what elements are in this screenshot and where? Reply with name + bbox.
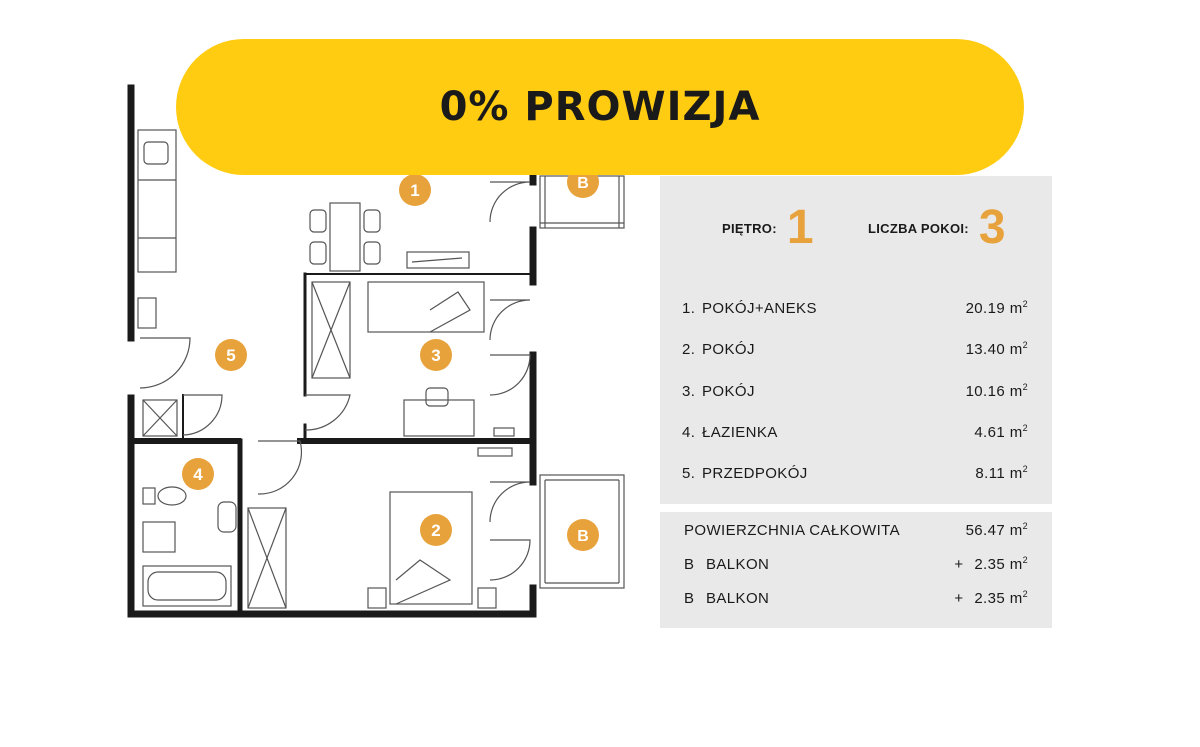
balcony-row: B BALKON + 2.35 m2: [684, 589, 1028, 607]
room-row: 3. POKÓJ 10.16 m2: [682, 382, 1028, 400]
totals-panel: POWIERZCHNIA CAŁKOWITA 56.47 m2 B BALKON…: [660, 512, 1052, 628]
svg-text:B: B: [577, 175, 589, 192]
kitchen-counter: [137, 129, 177, 329]
room-marker-1: 1: [399, 174, 431, 206]
svg-text:B: B: [577, 528, 589, 545]
rooms-value: 3: [978, 201, 1006, 254]
room-marker-3: 3: [420, 339, 452, 371]
room-row: 5. PRZEDPOKÓJ 8.11 m2: [682, 464, 1028, 482]
svg-text:5: 5: [226, 346, 235, 365]
svg-text:2: 2: [431, 521, 440, 540]
room-3-furniture: [311, 281, 515, 437]
room-list-panel: PIĘTRO: 1 LICZBA POKOI: 3 1. POKÓJ+ANEKS…: [660, 176, 1052, 504]
doors: [139, 181, 531, 581]
balcony-row: B BALKON + 2.35 m2: [684, 555, 1028, 573]
commission-banner: 0% PROWIZJA: [176, 39, 1024, 175]
room-row: 4. ŁAZIENKA 4.61 m2: [682, 423, 1028, 441]
room-row: 1. POKÓJ+ANEKS 20.19 m2: [682, 299, 1028, 317]
rooms-label: LICZBA POKOI:: [868, 220, 969, 236]
bathroom-fixtures: [142, 399, 287, 609]
floor-info: PIĘTRO: 1: [722, 200, 814, 256]
room-row: 2. POKÓJ 13.40 m2: [682, 340, 1028, 358]
room-marker-2: 2: [420, 514, 452, 546]
dining-table: [309, 202, 470, 272]
room-2-bed: [367, 447, 513, 609]
svg-text:1: 1: [410, 181, 419, 200]
svg-text:3: 3: [431, 346, 440, 365]
svg-text:4: 4: [193, 465, 203, 484]
rooms-info: LICZBA POKOI: 3: [868, 200, 1006, 256]
banner-text: 0% PROWIZJA: [439, 84, 761, 130]
balconies: [539, 175, 625, 589]
room-marker-4: 4: [182, 458, 214, 490]
walls: [127, 84, 537, 618]
total-area-row: POWIERZCHNIA CAŁKOWITA 56.47 m2: [684, 521, 1028, 539]
floor-value: 1: [786, 201, 814, 254]
balcony-marker-bottom: B: [567, 519, 599, 551]
room-marker-5: 5: [215, 339, 247, 371]
floor-label: PIĘTRO:: [722, 220, 777, 236]
total-area-label: POWIERZCHNIA CAŁKOWITA: [684, 521, 901, 539]
floor-plan: 1 5 3 4 2 B B: [127, 84, 625, 618]
